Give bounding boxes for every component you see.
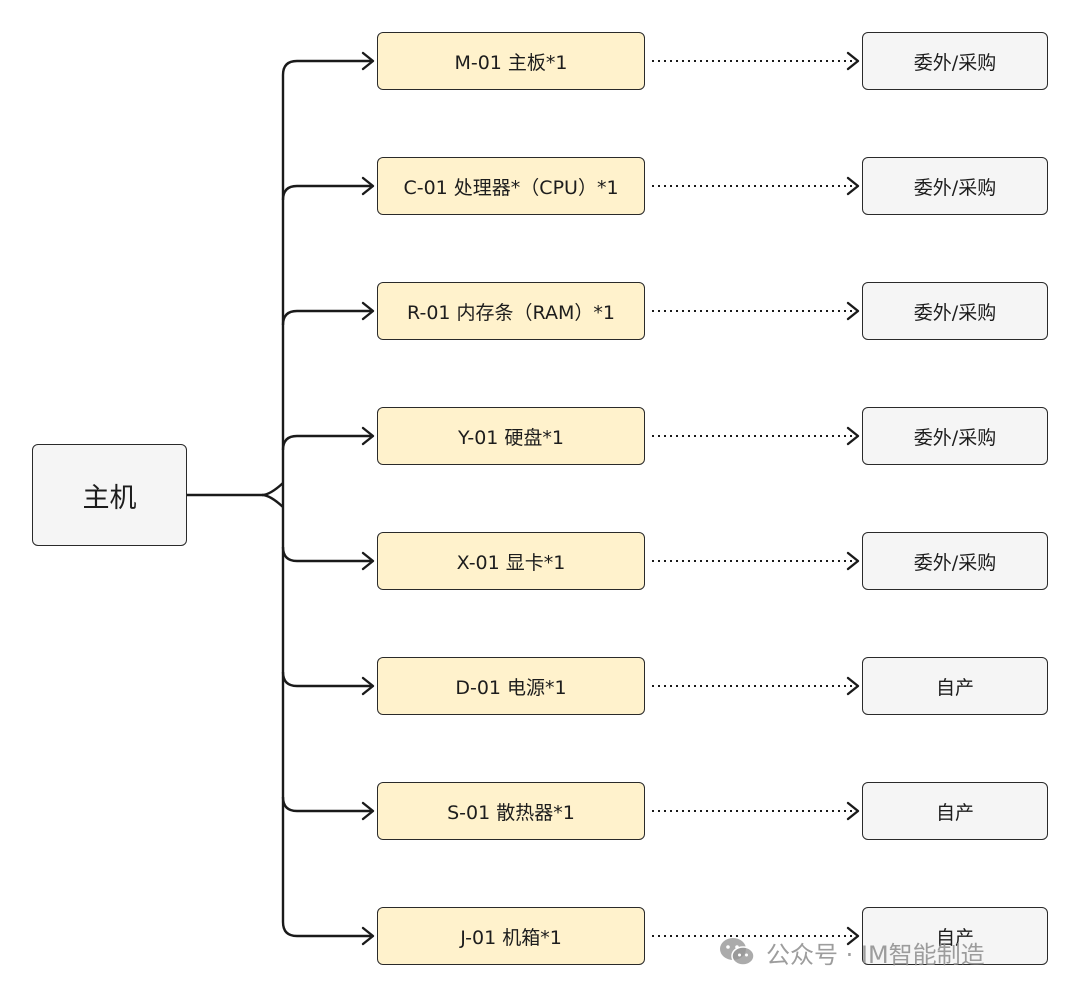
part-node: R-01 内存条（RAM）*1	[377, 282, 645, 340]
wechat-icon	[720, 938, 755, 966]
branch-arrowhead	[361, 551, 375, 571]
branch-connector	[281, 434, 371, 451]
dotted-arrowhead	[846, 551, 860, 571]
branch-connector	[281, 546, 371, 563]
root-node: 主机	[32, 444, 187, 546]
dotted-arrowhead	[846, 926, 860, 946]
part-node: S-01 散热器*1	[377, 782, 645, 840]
source-node: 自产	[862, 907, 1048, 965]
part-node: X-01 显卡*1	[377, 532, 645, 590]
part-node: M-01 主板*1	[377, 32, 645, 90]
branch-arrowhead	[361, 801, 375, 821]
watermark-text: 公众号 · IM智能制造	[766, 940, 985, 969]
branch-arrowhead	[361, 676, 375, 696]
bracket-connectors	[187, 51, 375, 946]
dotted-arrowhead	[846, 426, 860, 446]
dotted-arrowhead	[846, 301, 860, 321]
part-node: J-01 机箱*1	[377, 907, 645, 965]
branch-connector	[281, 59, 371, 76]
watermark: 公众号 · IM智能制造	[718, 932, 985, 972]
branch-connector	[281, 796, 371, 813]
branch-connector	[281, 921, 371, 938]
dotted-arrowhead	[846, 176, 860, 196]
source-node: 委外/采购	[862, 157, 1048, 215]
branch-arrowhead	[361, 51, 375, 71]
dotted-arrowhead	[846, 51, 860, 71]
source-node: 委外/采购	[862, 32, 1048, 90]
dotted-connectors	[652, 51, 860, 946]
branch-arrowhead	[361, 426, 375, 446]
branch-arrowhead	[361, 301, 375, 321]
branch-arrowhead	[361, 176, 375, 196]
branch-connector	[281, 184, 371, 201]
root-stem	[187, 482, 284, 497]
part-node: C-01 处理器*（CPU）*1	[377, 157, 645, 215]
dotted-arrowhead	[846, 801, 860, 821]
part-node: Y-01 硬盘*1	[377, 407, 645, 465]
dotted-arrowhead	[846, 676, 860, 696]
source-node: 委外/采购	[862, 532, 1048, 590]
source-node: 委外/采购	[862, 282, 1048, 340]
branch-connector	[281, 309, 371, 326]
part-node: D-01 电源*1	[377, 657, 645, 715]
branch-arrowhead	[361, 926, 375, 946]
branch-connector	[281, 671, 371, 688]
root-stem-lower	[261, 493, 284, 508]
source-node: 委外/采购	[862, 407, 1048, 465]
source-node: 自产	[862, 657, 1048, 715]
source-node: 自产	[862, 782, 1048, 840]
